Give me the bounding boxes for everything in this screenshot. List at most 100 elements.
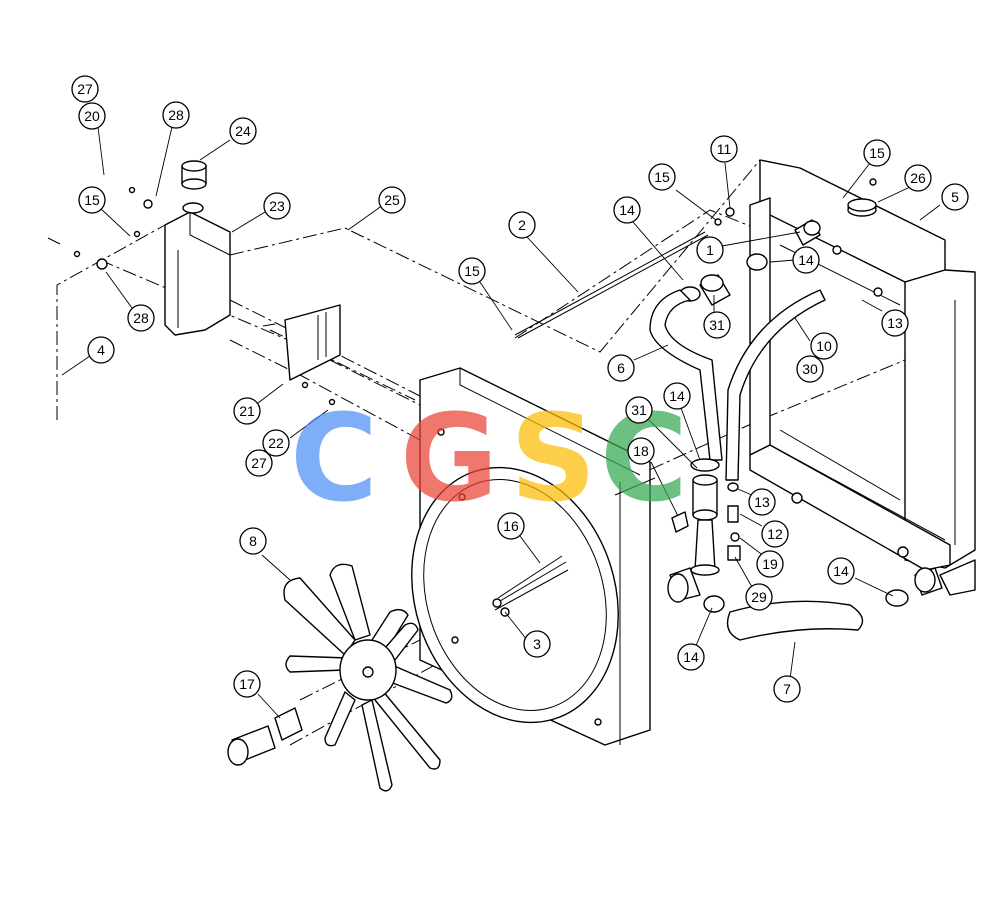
callout: 15	[78, 186, 106, 214]
callout-label: 8	[249, 533, 257, 549]
callout-label: 13	[887, 315, 903, 331]
watermark-letter: G	[400, 390, 499, 529]
callout-label: 22	[268, 435, 284, 451]
overflow-tank	[164, 202, 231, 336]
callout: 29	[745, 583, 773, 611]
callout-label: 21	[239, 403, 255, 419]
callout: 14	[792, 246, 820, 274]
callout: 22	[262, 429, 290, 457]
callout-label: 6	[617, 360, 625, 376]
callout-label: 15	[464, 263, 480, 279]
lower-hose	[667, 567, 943, 641]
callout: 27	[245, 449, 273, 477]
callout-label: 15	[869, 145, 885, 161]
callout: 27	[71, 75, 99, 103]
callout: 16	[497, 512, 525, 540]
callout: 14	[677, 643, 705, 671]
callout-label: 25	[384, 192, 400, 208]
callout-label: 15	[654, 169, 670, 185]
callout-label: 5	[951, 189, 959, 205]
upper-hose	[649, 289, 723, 461]
callout: 17	[233, 670, 261, 698]
callout-label: 16	[503, 518, 519, 534]
callout: 11	[710, 135, 738, 163]
callout-label: 7	[783, 681, 791, 697]
callout-label: 19	[762, 556, 778, 572]
callout-label: 15	[84, 192, 100, 208]
callout: 31	[703, 311, 731, 339]
bypass-hose	[725, 289, 826, 481]
watermark-letter: S	[510, 390, 596, 529]
tank-cap	[181, 160, 207, 190]
callout: 13	[748, 488, 776, 516]
callout: 6	[607, 354, 635, 382]
thermostat-assembly	[614, 458, 741, 576]
upper-fittings	[679, 219, 821, 306]
callout: 12	[761, 520, 789, 548]
callout: 19	[756, 550, 784, 578]
callout-label: 13	[754, 494, 770, 510]
callout-label: 11	[717, 141, 732, 157]
callout-label: 28	[168, 107, 184, 123]
callout-label: 27	[251, 455, 267, 471]
callout: 14	[613, 196, 641, 224]
callout-label: 17	[239, 676, 255, 692]
part-callouts: 27 20 28 24 15 23 25 28 4 21 22 27 2 15 …	[71, 75, 969, 703]
callout: 15	[863, 139, 891, 167]
callout: 8	[239, 527, 267, 555]
callout: 24	[229, 117, 257, 145]
callout-label: 14	[683, 649, 699, 665]
leader-lines	[61, 126, 941, 719]
callout-label: 2	[518, 217, 526, 233]
fan-spacer	[227, 707, 303, 766]
callout-label: 14	[619, 202, 635, 218]
radiator-cap	[847, 198, 877, 217]
callout: 26	[904, 164, 932, 192]
callout-label: 23	[269, 198, 285, 214]
callout-label: 29	[751, 589, 767, 605]
callout-label: 12	[767, 526, 783, 542]
callout: 14	[663, 382, 691, 410]
callout: 3	[523, 630, 551, 658]
callout: 13	[881, 309, 909, 337]
callout-label: 3	[533, 636, 541, 652]
callout: 1	[696, 236, 724, 264]
callout-label: 24	[235, 123, 251, 139]
callout-label: 14	[669, 388, 685, 404]
callout: 21	[233, 397, 261, 425]
callout-label: 1	[706, 242, 714, 258]
fan-blades	[283, 563, 453, 792]
callout: 7	[773, 675, 801, 703]
callout-label: 31	[631, 402, 647, 418]
callout: 30	[796, 355, 824, 383]
tank-fasteners	[47, 186, 153, 270]
callout: 28	[162, 101, 190, 129]
callout: 20	[78, 102, 106, 130]
callout-label: 4	[97, 342, 105, 358]
callout: 23	[263, 192, 291, 220]
callout: 15	[458, 257, 486, 285]
callout: 18	[627, 437, 655, 465]
callout-label: 18	[633, 443, 649, 459]
callout-label: 14	[833, 563, 849, 579]
callout-label: 30	[802, 361, 818, 377]
callout: 10	[810, 332, 838, 360]
callout: 14	[827, 557, 855, 585]
callout: 2	[508, 211, 536, 239]
callout-label: 10	[816, 338, 832, 354]
callout-label: 28	[133, 310, 149, 326]
callout: 31	[625, 396, 653, 424]
callout: 15	[648, 163, 676, 191]
callout: 28	[127, 304, 155, 332]
callout-label: 20	[84, 108, 100, 124]
callout: 5	[941, 183, 969, 211]
watermark-letter: C	[290, 390, 378, 529]
tank-bracket	[262, 304, 341, 406]
callout: 25	[378, 186, 406, 214]
callout-label: 26	[910, 170, 926, 186]
callout-label: 14	[798, 252, 814, 268]
callout-label: 31	[709, 317, 725, 333]
callout: 4	[87, 336, 115, 364]
callout-label: 27	[77, 81, 93, 97]
